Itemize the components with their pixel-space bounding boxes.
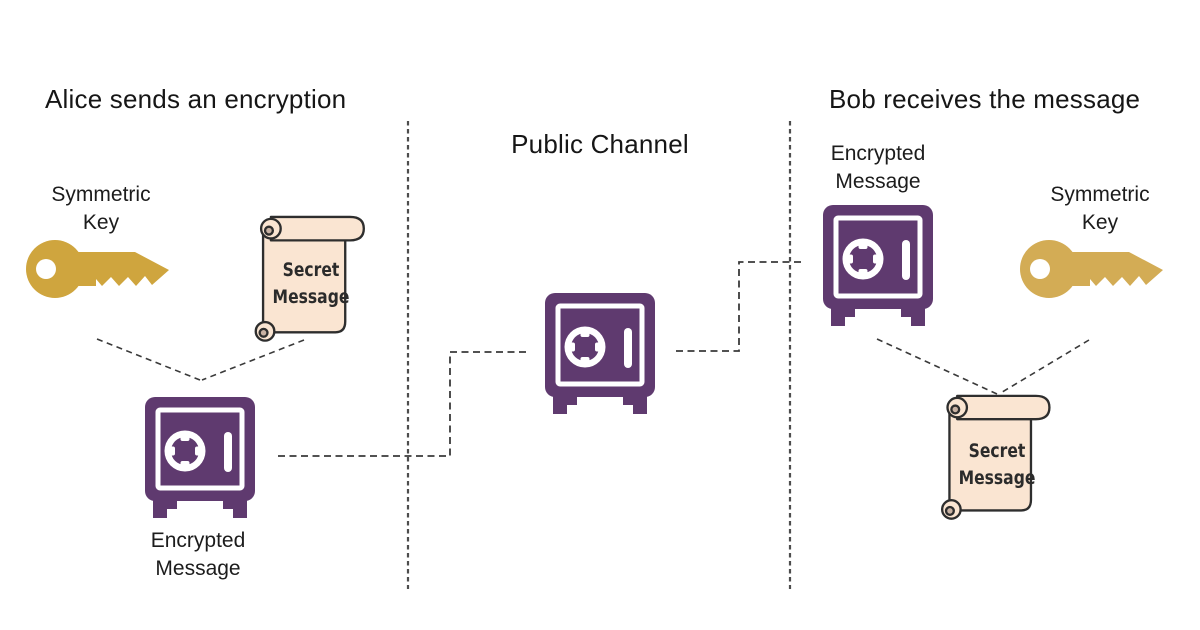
encrypted-message-safe-icon [144,396,256,523]
bob-scroll-secret-message-text: Secret Message [958,440,1036,489]
alice-symmetric-key-label: Symmetric Key [51,183,151,234]
encrypted-message-safe-icon [822,204,934,331]
connector-channel-to-bob [676,261,801,352]
line-key-to-scroll-bob [998,339,1090,395]
title-bob-section: Bob receives the message [829,84,1141,114]
title-public-channel: Public Channel [511,129,689,159]
alice-scroll-secret-message-text: Secret Message [272,259,350,308]
secret-message-scroll-icon: Secret Message [252,213,370,346]
connector-alice-to-channel [278,351,528,457]
symmetric-key-icon [25,229,170,307]
line-scroll-to-safe-alice [201,339,305,381]
alice-encrypted-message-label: Encrypted Message [150,529,246,580]
encrypted-message-safe-icon [544,292,656,419]
bob-encrypted-message-label: Encrypted Message [830,142,926,193]
bob-symmetric-key-label: Symmetric Key [1050,183,1150,234]
line-safe-to-scroll-bob [876,338,998,395]
line-key-to-safe-alice [96,338,201,381]
title-alice-section: Alice sends an encryption [45,84,347,114]
secret-message-scroll-icon: Secret Message [934,392,1060,524]
symmetric-key-icon [1019,229,1164,307]
